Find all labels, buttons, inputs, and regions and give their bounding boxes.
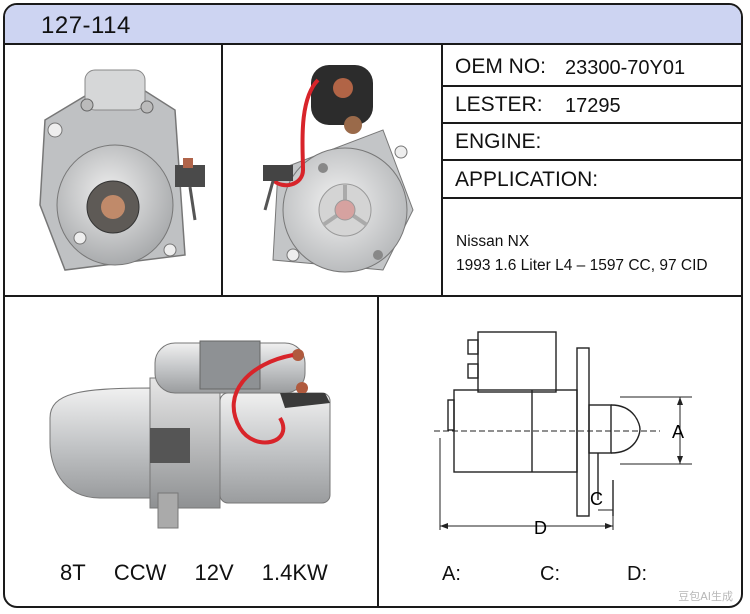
divider bbox=[377, 295, 379, 606]
part-number: 127-114 bbox=[41, 12, 131, 39]
divider bbox=[221, 45, 223, 297]
starter-rear-photo bbox=[263, 65, 414, 273]
dim-label-a: A bbox=[672, 422, 684, 442]
divider bbox=[441, 122, 741, 124]
dim-label-d: D bbox=[534, 518, 547, 538]
dim-label-c: C bbox=[590, 489, 603, 509]
header-bar: 127-114 bbox=[5, 5, 741, 45]
lester-value: 17295 bbox=[565, 95, 621, 117]
oem-value: 23300-70Y01 bbox=[565, 57, 686, 79]
dimension-drawing: A C D bbox=[434, 331, 692, 538]
starter-front-photo bbox=[39, 69, 205, 271]
engine-label: ENGINE: bbox=[455, 130, 542, 153]
spec-line: 8T CCW 12V 1.4KW bbox=[60, 560, 350, 586]
field-c: C: bbox=[540, 563, 560, 585]
divider bbox=[441, 85, 741, 87]
starter-side-photo bbox=[49, 340, 331, 529]
application-label: APPLICATION: bbox=[455, 168, 599, 191]
watermark: 豆包AI生成 bbox=[678, 590, 733, 603]
divider bbox=[441, 159, 741, 161]
divider bbox=[441, 45, 443, 297]
spec-power: 1.4KW bbox=[261, 560, 328, 585]
field-a: A: bbox=[442, 563, 461, 585]
product-card: 127-114 OEM NO: 23300-70Y01 LESTER: 1729… bbox=[3, 3, 743, 608]
application-line: Nissan NX bbox=[456, 233, 530, 250]
spec-teeth: 8T bbox=[60, 560, 86, 585]
divider bbox=[441, 197, 741, 199]
lester-label: LESTER: bbox=[455, 93, 543, 116]
spec-rotation: CCW bbox=[113, 560, 167, 585]
divider bbox=[5, 295, 741, 297]
field-d: D: bbox=[627, 563, 647, 585]
application-line: 1993 1.6 Liter L4 – 1597 CC, 97 CID bbox=[456, 257, 708, 274]
oem-label: OEM NO: bbox=[455, 55, 547, 78]
spec-voltage: 12V bbox=[194, 560, 234, 585]
